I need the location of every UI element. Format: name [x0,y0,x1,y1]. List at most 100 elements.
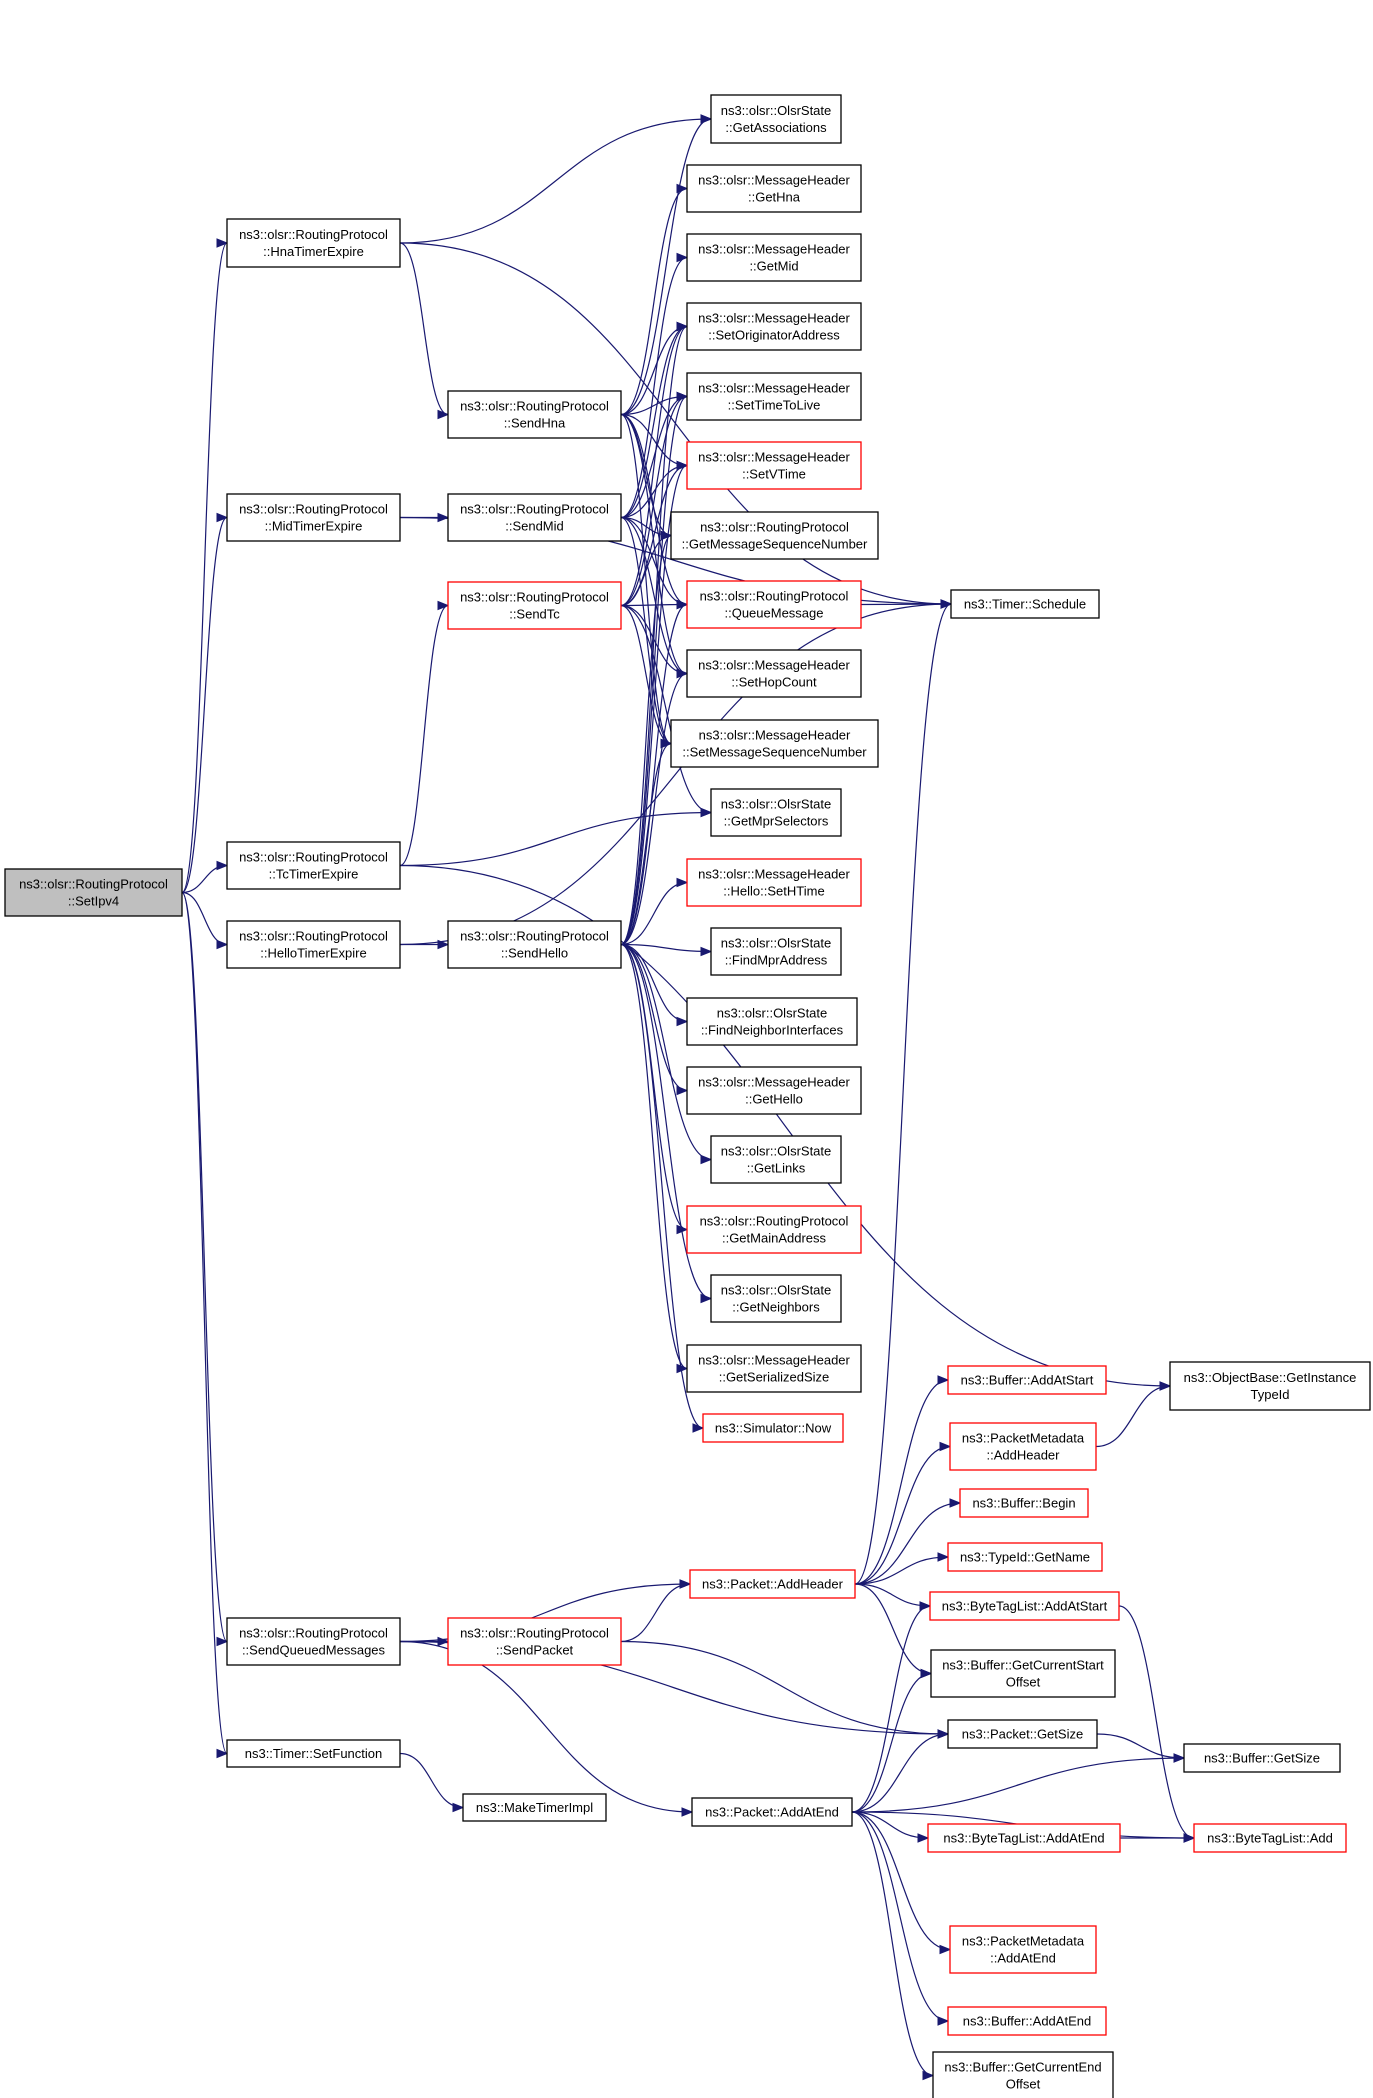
node-sethtime[interactable]: ns3::olsr::MessageHeader::Hello::SetHTim… [686,858,862,907]
edge-setipv4-to-midtimer [181,512,229,894]
node-label: ::GetMprSelectors [724,814,829,829]
edge-line [620,1640,949,1735]
edge-line [620,943,712,1300]
node-sendtc[interactable]: ns3::olsr::RoutingProtocol::SendTc [447,581,622,630]
edge-sendhello-to-sethop [620,668,689,946]
node-midtimer[interactable]: ns3::olsr::RoutingProtocol::MidTimerExpi… [226,493,401,542]
node-getlinks[interactable]: ns3::olsr::OlsrState::GetLinks [710,1135,842,1184]
node-sendpacket[interactable]: ns3::olsr::RoutingProtocol::SendPacket [447,1617,622,1666]
node-pktaddheader[interactable]: ns3::Packet::AddHeader [689,1569,856,1599]
node-box [1169,1361,1371,1411]
node-getmainaddr[interactable]: ns3::olsr::RoutingProtocol::GetMainAddre… [686,1205,862,1254]
node-label: ::GetMainAddress [722,1231,827,1246]
node-gethna[interactable]: ns3::olsr::MessageHeader::GetHna [686,164,862,213]
node-box [947,1542,1103,1572]
edge-line [851,1757,1185,1813]
node-sendmid[interactable]: ns3::olsr::RoutingProtocol::SendMid [447,493,622,542]
node-hnatimer[interactable]: ns3::olsr::RoutingProtocol::HnaTimerExpi… [226,218,401,268]
node-box [670,511,879,560]
edge-line [851,1605,931,1813]
node-box [686,1344,862,1393]
node-maketimerimpl[interactable]: ns3::MakeTimerImpl [462,1793,607,1822]
node-tctimer[interactable]: ns3::olsr::RoutingProtocol::TcTimerExpir… [226,841,401,890]
node-bufbegin[interactable]: ns3::Buffer::Begin [959,1488,1089,1518]
edge-line [851,1672,932,1813]
edge-pktaddatend-to-bufgetsize [851,1753,1186,1813]
node-getmprsel[interactable]: ns3::olsr::OlsrState::GetMprSelectors [710,788,842,837]
node-getmid[interactable]: ns3::olsr::MessageHeader::GetMid [686,233,862,282]
edge-sendmid-to-setorig [620,321,689,519]
node-schedule[interactable]: ns3::Timer::Schedule [950,589,1100,619]
edge-hellotimer-to-schedule [399,599,953,946]
edge-pktaddheader-to-typeidgetname [854,1552,950,1585]
edge-line [851,1733,949,1813]
edge-sendhello-to-findneigh [620,943,689,1027]
node-getassociations[interactable]: ns3::olsr::OlsrState::GetAssociations [710,94,842,144]
arrow-head [216,1636,229,1647]
edge-line [1096,1733,1185,1759]
node-sendhello[interactable]: ns3::olsr::RoutingProtocol::SendHello [447,920,622,969]
node-getmsgseq[interactable]: ns3::olsr::RoutingProtocol::GetMessageSe… [670,511,879,560]
node-setfunction[interactable]: ns3::Timer::SetFunction [226,1739,401,1768]
edge-sendhello-to-setttl [620,391,689,946]
node-label: ns3::olsr::RoutingProtocol [460,590,609,605]
node-box [929,1591,1120,1621]
node-label: ::SendHello [501,946,568,961]
node-label: ::SendHna [504,416,566,431]
node-sethop[interactable]: ns3::olsr::MessageHeader::SetHopCount [686,649,862,698]
node-bufgetsize[interactable]: ns3::Buffer::GetSize [1183,1743,1341,1773]
node-pmaddheader[interactable]: ns3::PacketMetadata::AddHeader [949,1422,1097,1471]
node-bufaddatstart[interactable]: ns3::Buffer::AddAtStart [947,1365,1107,1395]
node-label: ::SendQueuedMessages [242,1643,386,1658]
node-label: ns3::ByteTagList::AddAtEnd [943,1831,1104,1846]
node-gethello[interactable]: ns3::olsr::MessageHeader::GetHello [686,1066,862,1115]
node-label: ::Hello::SetHTime [723,884,824,899]
edge-btladdatend-to-btladd [1119,1833,1196,1843]
node-bufaddatend[interactable]: ns3::Buffer::AddAtEnd [947,2006,1107,2036]
node-label: ::GetMid [749,259,798,274]
node-findmpr[interactable]: ns3::olsr::OlsrState::FindMprAddress [710,927,842,976]
node-btladdatstart[interactable]: ns3::ByteTagList::AddAtStart [929,1591,1120,1621]
node-label: ::AddHeader [987,1448,1061,1463]
edge-line [620,413,672,745]
node-hellotimer[interactable]: ns3::olsr::RoutingProtocol::HelloTimerEx… [226,920,401,969]
node-findneigh[interactable]: ns3::olsr::OlsrState::FindNeighborInterf… [686,997,858,1046]
arrow-head [216,238,229,248]
node-label: ns3::Buffer::Begin [972,1496,1075,1511]
node-box [689,1569,856,1599]
node-simnow[interactable]: ns3::Simulator::Now [702,1413,844,1443]
arrow-head [679,1579,692,1589]
node-setvtime[interactable]: ns3::olsr::MessageHeader::SetVTime [686,441,862,490]
node-setorig[interactable]: ns3::olsr::MessageHeader::SetOriginatorA… [686,302,862,351]
edge-sendhello-to-getneighbors [620,943,713,1304]
node-box [686,302,862,351]
node-sendhna[interactable]: ns3::olsr::RoutingProtocol::SendHna [447,390,622,439]
node-pmaddatend[interactable]: ns3::PacketMetadata::AddAtEnd [949,1925,1097,1974]
arrow-head [949,1498,962,1508]
node-pktgetsize[interactable]: ns3::Packet::GetSize [947,1719,1098,1749]
node-setmsgseq[interactable]: ns3::olsr::MessageHeader::SetMessageSequ… [670,719,879,768]
edge-line [620,413,688,606]
node-queuemsg[interactable]: ns3::olsr::RoutingProtocol::QueueMessage [686,580,862,629]
node-getsersize[interactable]: ns3::olsr::MessageHeader::GetSerializedS… [686,1344,862,1393]
node-typeidgetname[interactable]: ns3::TypeId::GetName [947,1542,1103,1572]
node-btladd[interactable]: ns3::ByteTagList::Add [1193,1823,1347,1853]
edge-sendpacket-to-pktgetsize [620,1640,950,1739]
edge-line [620,742,672,946]
node-setipv4[interactable]: ns3::olsr::RoutingProtocol::SetIpv4 [4,868,183,917]
node-box [710,1274,842,1323]
node-btladdatend[interactable]: ns3::ByteTagList::AddAtEnd [927,1823,1121,1853]
node-setttl[interactable]: ns3::olsr::MessageHeader::SetTimeToLive [686,372,862,421]
node-pktaddatend[interactable]: ns3::Packet::AddAtEnd [691,1797,853,1827]
node-label: ns3::olsr::RoutingProtocol [460,502,609,517]
node-box [949,1422,1097,1471]
node-getneighbors[interactable]: ns3::olsr::OlsrState::GetNeighbors [710,1274,842,1323]
edge-sendhello-to-sethtime [620,877,689,946]
node-box [226,841,401,890]
edge-line [1095,1385,1171,1448]
node-sendqueued[interactable]: ns3::olsr::RoutingProtocol::SendQueuedMe… [226,1617,401,1666]
arrow-head [452,1802,465,1813]
